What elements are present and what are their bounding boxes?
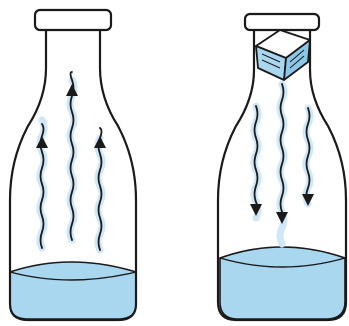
right-bottle-rim bbox=[245, 14, 319, 30]
left-bottle-water bbox=[10, 262, 136, 319]
bottle-cap-icon bbox=[35, 10, 111, 30]
left-bottle bbox=[10, 10, 136, 320]
ice-cube-icon bbox=[256, 30, 310, 80]
right-bottle-water bbox=[220, 247, 345, 319]
rising-air-arrows bbox=[36, 72, 106, 250]
right-bottle bbox=[218, 14, 346, 320]
sinking-air-arrows bbox=[250, 84, 314, 244]
